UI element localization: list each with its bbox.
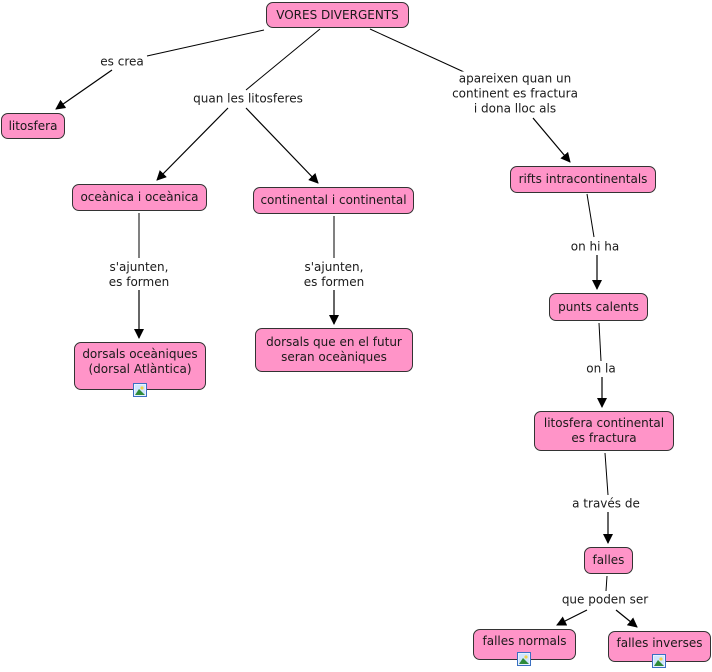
arrow-quepoden-inverses	[615, 609, 638, 628]
line-punts-onla	[598, 322, 602, 362]
link-label-quan-les-litosferes: quan les litosferes	[191, 91, 305, 107]
arrow-quan-oceanica	[156, 107, 229, 181]
line-root-quan	[245, 28, 321, 91]
concept-dorsals-oceaniques[interactable]: dorsals oceàniques (dorsal Atlàntica)	[74, 342, 206, 390]
arrow-apareixen-rifts	[532, 117, 571, 163]
line-root-escrea	[146, 29, 265, 57]
concept-litosfera-continental[interactable]: litosfera continental es fractura	[534, 411, 674, 451]
image-icon[interactable]	[517, 652, 531, 666]
concept-continental-i-continental[interactable]: continental i continental	[253, 187, 414, 214]
arrow-quan-continental	[245, 107, 319, 184]
line-root-apareixen	[369, 28, 465, 73]
concept-punts-calents[interactable]: punts calents	[549, 293, 648, 321]
arrow-quepoden-normals	[556, 609, 588, 626]
concept-rifts-intracontinentals[interactable]: rifts intracontinentals	[510, 166, 656, 193]
link-label-on-hi-ha: on hi ha	[568, 239, 622, 255]
concept-litosfera[interactable]: litosfera	[1, 113, 65, 139]
link-label-apareixen: apareixen quan un continent es fractura …	[450, 71, 580, 117]
link-label-que-poden-ser: que poden ser	[559, 592, 651, 608]
line-rifts-onhiha	[586, 193, 595, 238]
link-label-on-la: on la	[584, 361, 618, 377]
line-litcont-atraves	[604, 452, 609, 496]
concept-oceanica-i-oceanica[interactable]: oceànica i oceànica	[72, 184, 207, 211]
arrow-escrea-litosfera	[55, 69, 113, 110]
link-label-sajunten-1: s'ajunten, es formen	[106, 260, 172, 290]
concept-falles[interactable]: falles	[584, 547, 633, 574]
link-label-es-crea: es crea	[98, 54, 146, 70]
line-falles-quepoden	[605, 575, 608, 592]
concept-falles-inverses[interactable]: falles inverses	[608, 631, 711, 662]
image-icon[interactable]	[652, 654, 666, 668]
concept-vores-divergents[interactable]: VORES DIVERGENTS	[266, 2, 409, 28]
link-label-sajunten-2: s'ajunten, es formen	[301, 260, 367, 290]
link-label-a-traves-de: a través de	[570, 496, 642, 512]
concept-dorsals-futur[interactable]: dorsals que en el futur seran oceàniques	[255, 328, 413, 372]
image-icon[interactable]	[133, 383, 147, 397]
